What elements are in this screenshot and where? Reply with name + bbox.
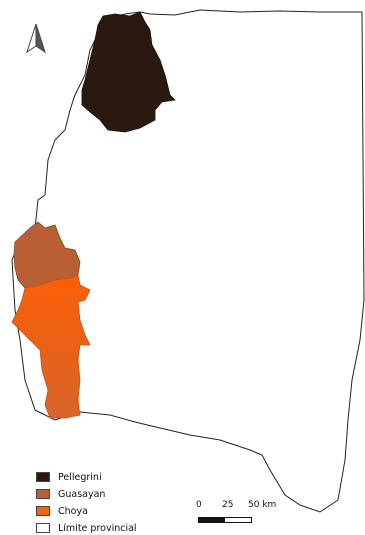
legend-swatch xyxy=(36,489,50,499)
legend-item-choya: Choya xyxy=(36,504,88,518)
north-arrow-icon xyxy=(26,23,46,54)
legend-swatch xyxy=(36,506,50,516)
scale-label-0: 0 xyxy=(196,500,202,510)
legend-item-pellegrini: Pellegrini xyxy=(36,470,102,484)
region-choya[interactable] xyxy=(11,274,91,419)
legend-label: Pellegrini xyxy=(58,471,102,483)
scale-label-50: 50 km xyxy=(248,500,277,510)
scale-segment-black xyxy=(198,517,224,523)
scale-bar: 0 25 50 km xyxy=(196,500,276,528)
province-boundary xyxy=(11,9,365,513)
legend-swatch xyxy=(36,472,50,482)
legend-item-limite-provincial: Límite provincial xyxy=(36,521,137,535)
legend-label: Choya xyxy=(58,505,88,517)
legend-swatch xyxy=(36,523,50,533)
scale-segment-white xyxy=(224,517,252,523)
legend-label: Límite provincial xyxy=(58,522,137,534)
legend-item-guasayan: Guasayan xyxy=(36,487,105,501)
region-pellegrini[interactable] xyxy=(81,11,176,133)
scale-label-25: 25 xyxy=(222,500,234,510)
legend-label: Guasayan xyxy=(58,488,106,500)
